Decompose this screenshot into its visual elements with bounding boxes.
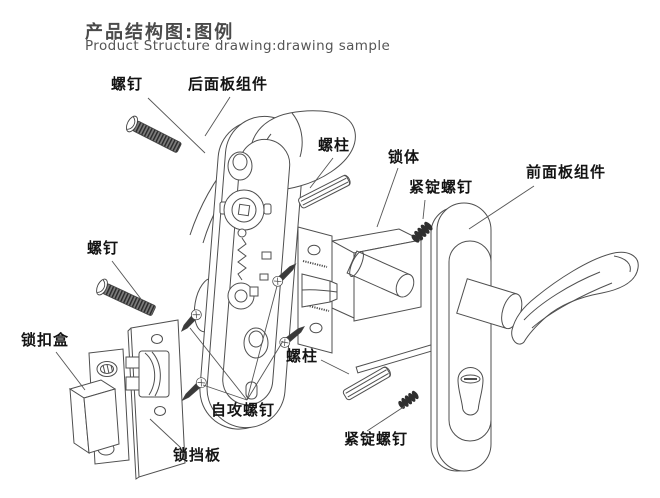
label-screw-left: 螺钉 — [87, 239, 120, 257]
strike-plate-drawing — [125, 319, 186, 480]
label-set-screw-bottom: 紧锭螺钉 — [344, 430, 409, 448]
leader-self-tapping-2 — [246, 340, 284, 401]
rear-panel-assembly-drawing — [189, 110, 356, 430]
page-subtitle: Product Structure drawing:drawing sample — [85, 38, 391, 54]
set-screw-bottom-drawing — [398, 390, 419, 409]
stud-top-drawing — [298, 174, 351, 209]
label-stud-top: 螺柱 — [318, 136, 351, 154]
leader-set-screw-top — [422, 199, 426, 220]
leader-front-panel — [468, 185, 535, 230]
stud-bottom-drawing — [342, 366, 391, 401]
leader-rear-panel — [204, 96, 231, 137]
front-panel-assembly-drawing — [430, 202, 639, 472]
label-front-panel-assembly: 前面板组件 — [526, 163, 607, 181]
machine-screw-left-drawing — [96, 278, 156, 316]
leader-stud-bottom — [320, 359, 350, 375]
label-screw-top: 螺钉 — [111, 75, 144, 93]
leader-screw-left — [111, 260, 142, 300]
leader-self-tapping-3 — [189, 327, 248, 401]
leader-strike-plate — [149, 418, 182, 449]
leader-stud-top — [309, 157, 334, 189]
label-set-screw-top: 紧锭螺钉 — [409, 178, 474, 196]
leader-set-screw-bottom — [366, 405, 406, 432]
label-self-tapping-screw: 自攻螺钉 — [211, 401, 276, 419]
leader-self-tapping-4 — [202, 384, 248, 401]
label-strike-plate: 锁挡板 — [173, 446, 222, 464]
machine-screw-top-drawing — [125, 115, 182, 153]
leader-lock-body — [376, 167, 399, 228]
leader-lines — [55, 96, 535, 449]
leader-screw-top — [147, 97, 206, 154]
leader-self-tapping-1 — [246, 285, 278, 401]
strike-box-drawing — [68, 348, 130, 465]
self-tapping-screws-drawing — [180, 263, 305, 402]
label-stud-bottom: 螺柱 — [286, 347, 319, 365]
leader-strike-box — [55, 351, 86, 391]
set-screw-top-drawing — [411, 221, 433, 243]
label-lock-body: 锁体 — [388, 148, 421, 166]
label-rear-panel-assembly: 后面板组件 — [188, 75, 269, 93]
label-strike-box: 锁扣盒 — [21, 331, 70, 349]
lock-body-drawing — [297, 226, 423, 354]
page-title: 产品结构图:图例 — [85, 22, 235, 43]
